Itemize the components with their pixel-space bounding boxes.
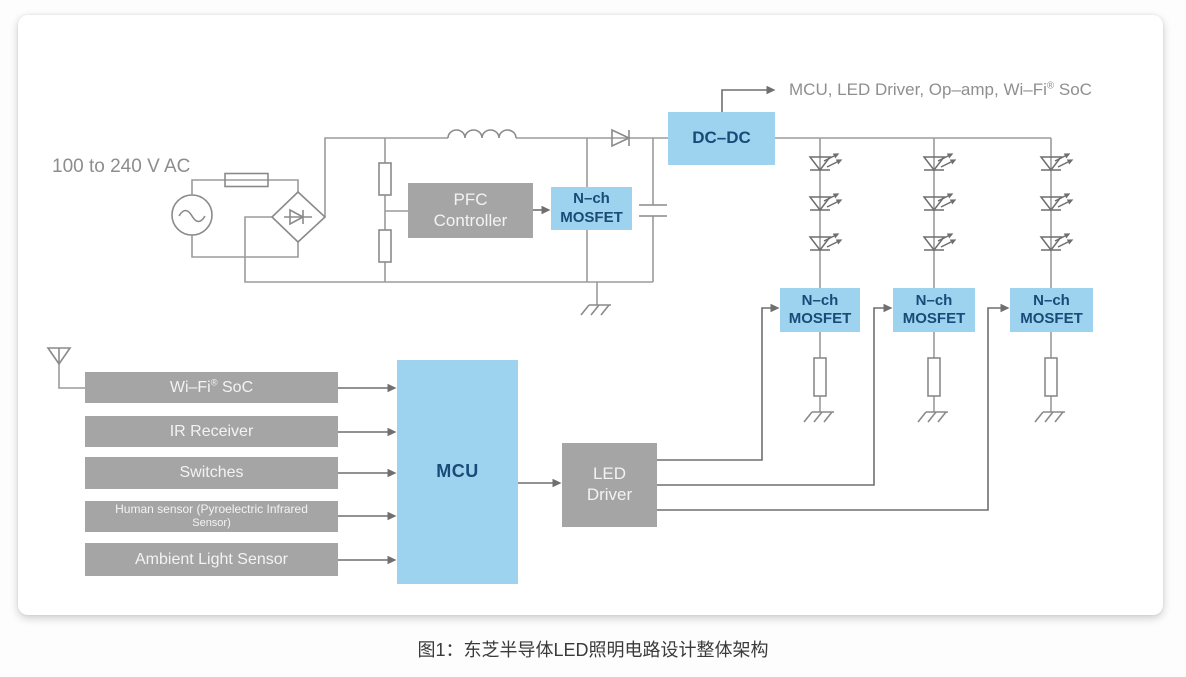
figure-caption: 图1：东芝半导体LED照明电路设计整体架构: [417, 640, 769, 660]
led-mosfet-block-1: N–ch MOSFET: [780, 288, 860, 332]
ac-input-label: 100 to 240 V AC: [52, 156, 191, 177]
led-driver-block: LED Driver: [562, 443, 657, 527]
pfc-label-line2: Controller: [433, 210, 508, 230]
dcdc-label: DC–DC: [692, 128, 751, 148]
sensor-block-ambient: Ambient Light Sensor: [85, 543, 338, 576]
led-mosfet-block-3: N–ch MOSFET: [1010, 288, 1093, 332]
led-mosfet-block-2: N–ch MOSFET: [893, 288, 975, 332]
pfc-mosfet-line1: N–ch: [573, 190, 610, 208]
pfc-mosfet-block: N–ch MOSFET: [551, 187, 632, 230]
dcdc-output-label: MCU, LED Driver, Op–amp, Wi–Fi® SoC: [789, 80, 1092, 100]
sensor-block-ir: IR Receiver: [85, 416, 338, 447]
dcdc-output-label-text: MCU, LED Driver, Op–amp, Wi–Fi: [789, 80, 1047, 99]
dcdc-output-label-suffix: SoC: [1054, 80, 1092, 99]
pfc-mosfet-line2: MOSFET: [560, 208, 623, 226]
sensor-block-wifi: Wi–Fi® SoC: [85, 372, 338, 403]
pfc-controller-block: PFC Controller: [408, 183, 533, 238]
sensor-block-human: Human sensor (Pyroelectric Infrared Sens…: [85, 501, 338, 532]
mcu-label: MCU: [436, 461, 479, 482]
dcdc-block: DC–DC: [668, 112, 775, 165]
pfc-label-line1: PFC: [453, 189, 488, 209]
mcu-block: MCU: [397, 360, 518, 584]
registered-mark: ®: [210, 377, 218, 388]
registered-mark: ®: [1046, 80, 1055, 92]
sensor-block-switches: Switches: [85, 457, 338, 489]
